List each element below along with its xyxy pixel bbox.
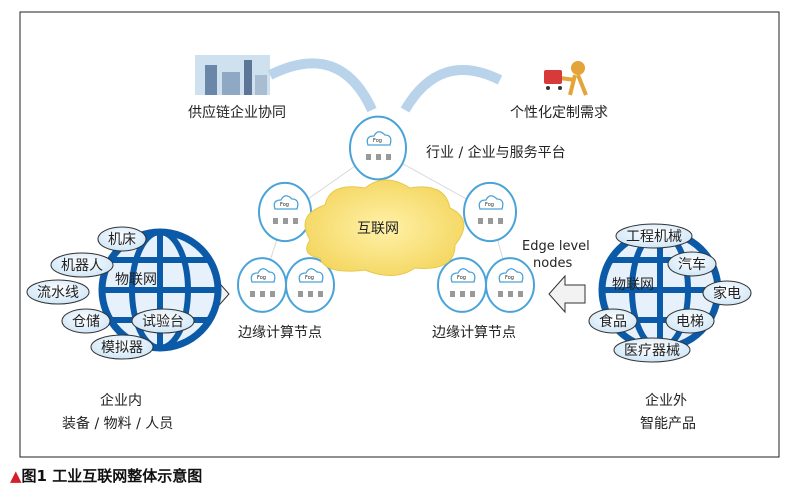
cloud-icon — [478, 195, 504, 210]
right-caption-1: 企业外 — [645, 392, 687, 409]
fog-text: Fog — [280, 202, 289, 208]
fog-text: Fog — [505, 275, 514, 281]
figure-caption-text: 图1 工业互联网整体示意图 — [21, 467, 203, 485]
device-bubble: 汽车 — [667, 251, 717, 277]
cloud-icon — [366, 131, 392, 146]
supply-chain-label: 供应链企业协同 — [188, 104, 286, 121]
fog-text: Fog — [457, 275, 466, 281]
fog-node: Fog — [437, 257, 487, 313]
platform-label: 行业 / 企业与服务平台 — [426, 144, 566, 161]
edge-node-label-right: 边缘计算节点 — [432, 325, 516, 341]
fog-node: Fog — [463, 181, 517, 243]
device-bubble: 机器人 — [50, 252, 114, 278]
edge-node-label-left: 边缘计算节点 — [238, 325, 322, 341]
fog-node: Fog — [237, 257, 287, 313]
fog-node: Fog — [258, 181, 312, 243]
device-bubble: 流水线 — [26, 279, 90, 305]
right-caption-2: 智能产品 — [640, 416, 696, 432]
fog-node: Fog — [349, 115, 407, 181]
arrow-left-icon — [548, 274, 586, 314]
cloud-icon — [250, 268, 276, 283]
fog-text: Fog — [485, 202, 494, 208]
device-label: 医疗器械 — [624, 343, 680, 359]
left-caption-2: 装备 / 物料 / 人员 — [62, 415, 173, 432]
device-bubble: 工程机械 — [615, 223, 693, 249]
figure-caption: ▲图1 工业互联网整体示意图 — [10, 465, 202, 486]
factory-icon — [195, 55, 270, 95]
arrow-up-left — [267, 58, 377, 113]
device-label: 仓储 — [72, 314, 100, 330]
device-bubble: 机床 — [97, 226, 147, 252]
device-label: 家电 — [713, 285, 741, 302]
device-label: 试验台 — [142, 314, 184, 330]
device-bubble: 家电 — [702, 280, 752, 306]
fog-text: Fog — [305, 275, 314, 281]
device-label: 工程机械 — [626, 229, 682, 245]
device-label: 汽车 — [678, 256, 706, 273]
iot-label: 物联网 — [115, 272, 157, 288]
internet-label: 互联网 — [357, 221, 399, 237]
fog-text: Fog — [257, 275, 266, 281]
device-bubble: 模拟器 — [90, 334, 154, 360]
fog-node: Fog — [285, 257, 335, 313]
device-label: 机器人 — [61, 258, 103, 274]
device-bubble: 电梯 — [665, 308, 715, 334]
device-bubble: 医疗器械 — [613, 337, 691, 363]
device-bubble: 食品 — [588, 308, 638, 334]
shopping-cart-person-icon — [544, 61, 588, 96]
triangle-marker-icon: ▲ — [10, 467, 22, 485]
device-bubble: 试验台 — [131, 308, 195, 334]
cloud-icon — [298, 268, 324, 283]
frame — [19, 11, 780, 458]
customization-label: 个性化定制需求 — [510, 105, 608, 121]
device-label: 电梯 — [676, 314, 704, 330]
cloud-icon — [498, 268, 524, 283]
internet-cloud: 互联网 — [304, 179, 465, 276]
device-label: 模拟器 — [101, 340, 143, 356]
edge-level-label-2: nodes — [533, 256, 572, 271]
device-label: 食品 — [599, 313, 627, 330]
arrow-up-right — [400, 65, 503, 113]
cloud-icon — [450, 268, 476, 283]
left-caption-1: 企业内 — [100, 392, 142, 409]
device-label: 机床 — [108, 232, 136, 248]
device-bubble: 仓储 — [61, 308, 111, 334]
fog-text: Fog — [373, 138, 382, 144]
fog-node: Fog — [485, 257, 535, 313]
device-label: 流水线 — [37, 285, 79, 301]
edge-level-label-1: Edge level — [522, 239, 590, 254]
cloud-icon — [273, 195, 299, 210]
iot-label: 物联网 — [612, 277, 654, 293]
